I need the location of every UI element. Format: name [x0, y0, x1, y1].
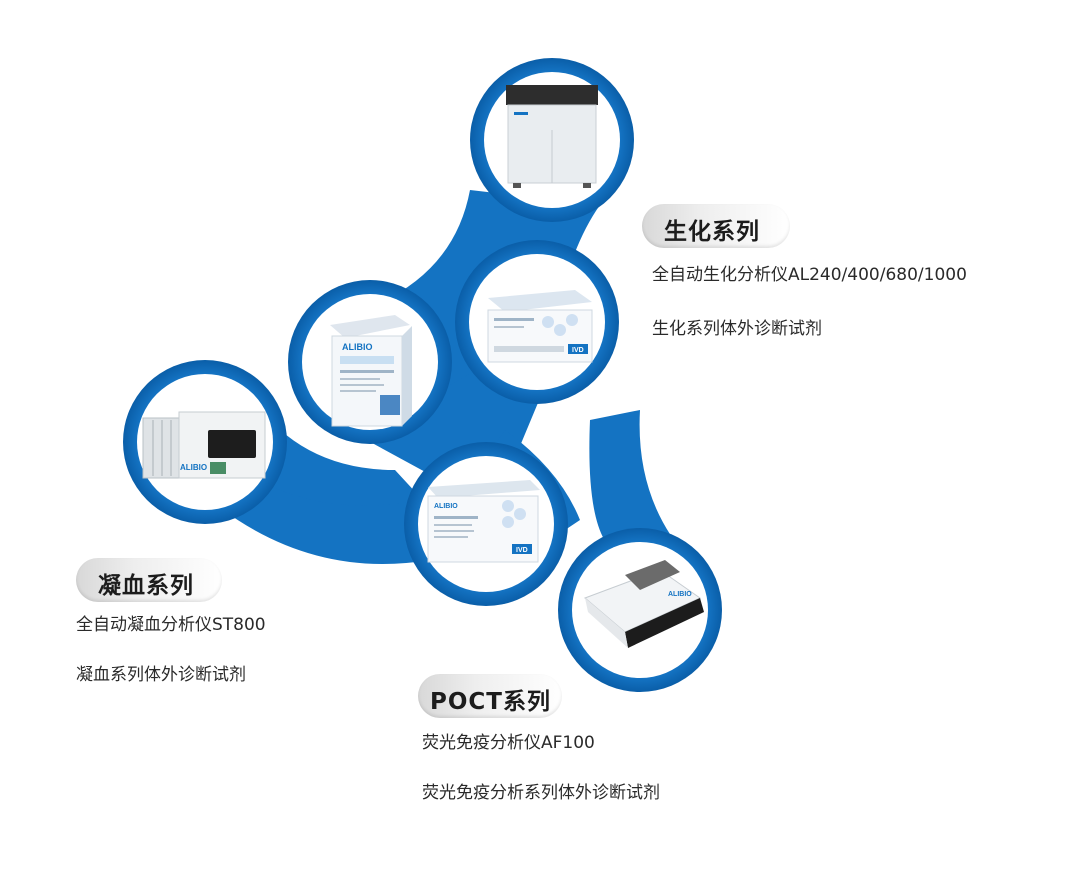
product-line-1: 全自动凝血分析仪ST800 — [76, 615, 266, 635]
title-pill — [76, 558, 222, 602]
coagulation-analyzer-image: ALIBIO — [142, 411, 266, 479]
poct-reagent-kit-image: ALIBIO IVD — [427, 480, 540, 563]
poct-analyzer-brand-label: ALIBIO — [668, 591, 692, 598]
poct-kit-brand-label: ALIBIO — [434, 503, 458, 510]
product-line-2: 凝血系列体外诊断试剂 — [76, 665, 246, 685]
ivd-label: IVD — [572, 347, 584, 354]
product-line-2: 荧光免疫分析系列体外诊断试剂 — [422, 783, 660, 803]
product-line-1: 全自动生化分析仪AL240/400/680/1000 — [652, 265, 967, 285]
chemistry-analyzer-image — [506, 85, 598, 188]
fluorescence-analyzer-image: ALIBIO — [584, 560, 704, 648]
title-pill — [418, 674, 562, 718]
series-title: 生化系列 — [664, 219, 760, 245]
box-brand-label: ALIBIO — [342, 342, 373, 352]
series-title: 凝血系列 — [98, 573, 194, 599]
product-line-1: 荧光免疫分析仪AF100 — [422, 733, 595, 753]
product-line-2: 生化系列体外诊断试剂 — [652, 319, 822, 339]
coag-brand-label: ALIBIO — [180, 463, 207, 472]
title-pill — [642, 204, 790, 248]
series-title: POCT系列 — [430, 689, 551, 715]
poct-ivd-label: IVD — [516, 547, 528, 554]
reagent-box-image: ALIBIO — [330, 315, 412, 427]
ivd-reagent-kit-image: IVD — [487, 290, 593, 363]
